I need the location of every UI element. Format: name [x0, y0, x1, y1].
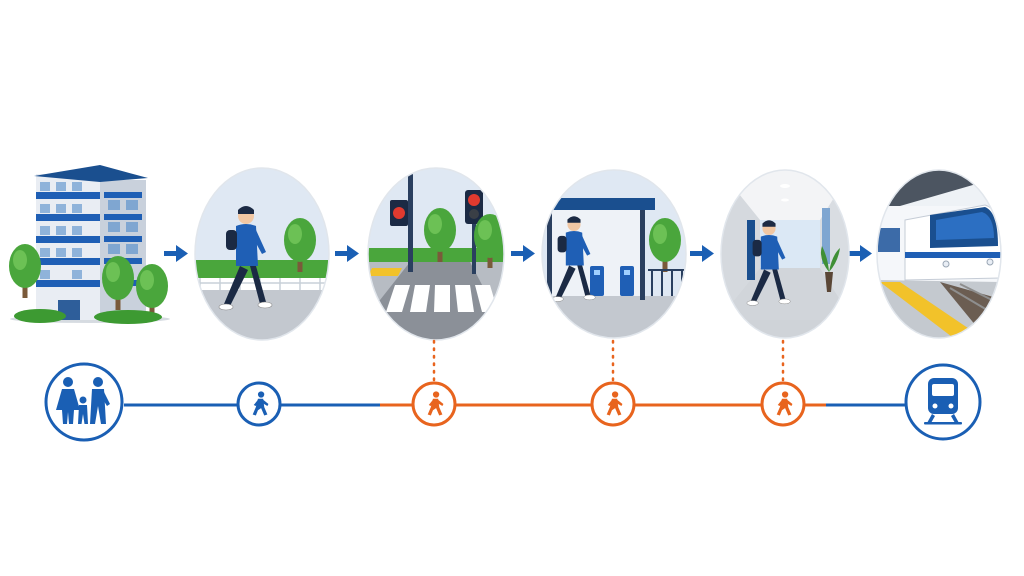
arrow-5: [848, 245, 872, 262]
station-corridor-scene: [721, 170, 849, 338]
arrow-3: [511, 245, 535, 262]
train-icon: [904, 363, 982, 441]
walking-person-icon: [236, 381, 282, 427]
arrow-4: [690, 245, 714, 262]
crosswalk-signal-scene: [368, 168, 504, 340]
timeline: [44, 339, 982, 442]
station-gate-scene: [542, 170, 686, 338]
sidewalk-walk-scene: [195, 168, 329, 340]
family-icon: [44, 362, 124, 442]
apartment-building-illustration: [9, 165, 170, 324]
arrow-1: [164, 245, 188, 262]
walking-person-icon: [760, 381, 806, 427]
walking-person-icon: [590, 381, 636, 427]
arrow-2: [335, 245, 359, 262]
walking-person-icon: [411, 381, 457, 427]
